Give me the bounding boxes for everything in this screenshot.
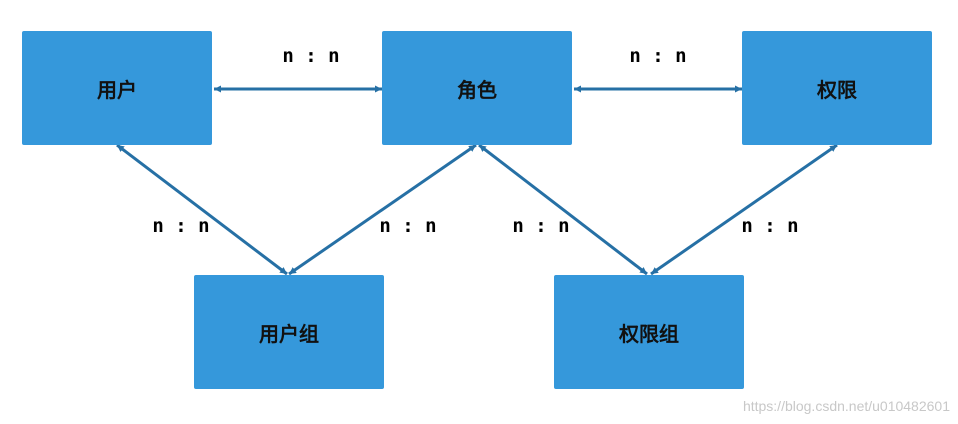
edge-permission-permission-group xyxy=(650,143,838,276)
node-permission-group: 权限组 xyxy=(554,275,744,389)
node-permission: 权限 xyxy=(742,31,932,145)
node-role: 角色 xyxy=(382,31,572,145)
edge-user-user-group xyxy=(116,143,288,276)
node-user-group-label: 用户组 xyxy=(259,321,319,346)
label-role-permission-group: n : n xyxy=(512,215,570,237)
node-permission-label: 权限 xyxy=(817,77,857,102)
label-user-user-group: n : n xyxy=(152,215,210,237)
node-role-label: 角色 xyxy=(457,77,497,102)
edge-role-permission-group xyxy=(478,143,648,276)
label-permission-permission-group: n : n xyxy=(741,215,799,237)
node-permission-group-label: 权限组 xyxy=(619,321,679,346)
node-user: 用户 xyxy=(22,31,212,145)
label-user-role: n : n xyxy=(282,45,340,67)
label-role-user-group: n : n xyxy=(379,215,437,237)
node-user-group: 用户组 xyxy=(194,275,384,389)
watermark: https://blog.csdn.net/u010482601 xyxy=(742,398,950,414)
edge-role-user-group xyxy=(288,143,477,276)
node-user-label: 用户 xyxy=(97,77,137,102)
label-role-permission: n : n xyxy=(629,45,687,67)
